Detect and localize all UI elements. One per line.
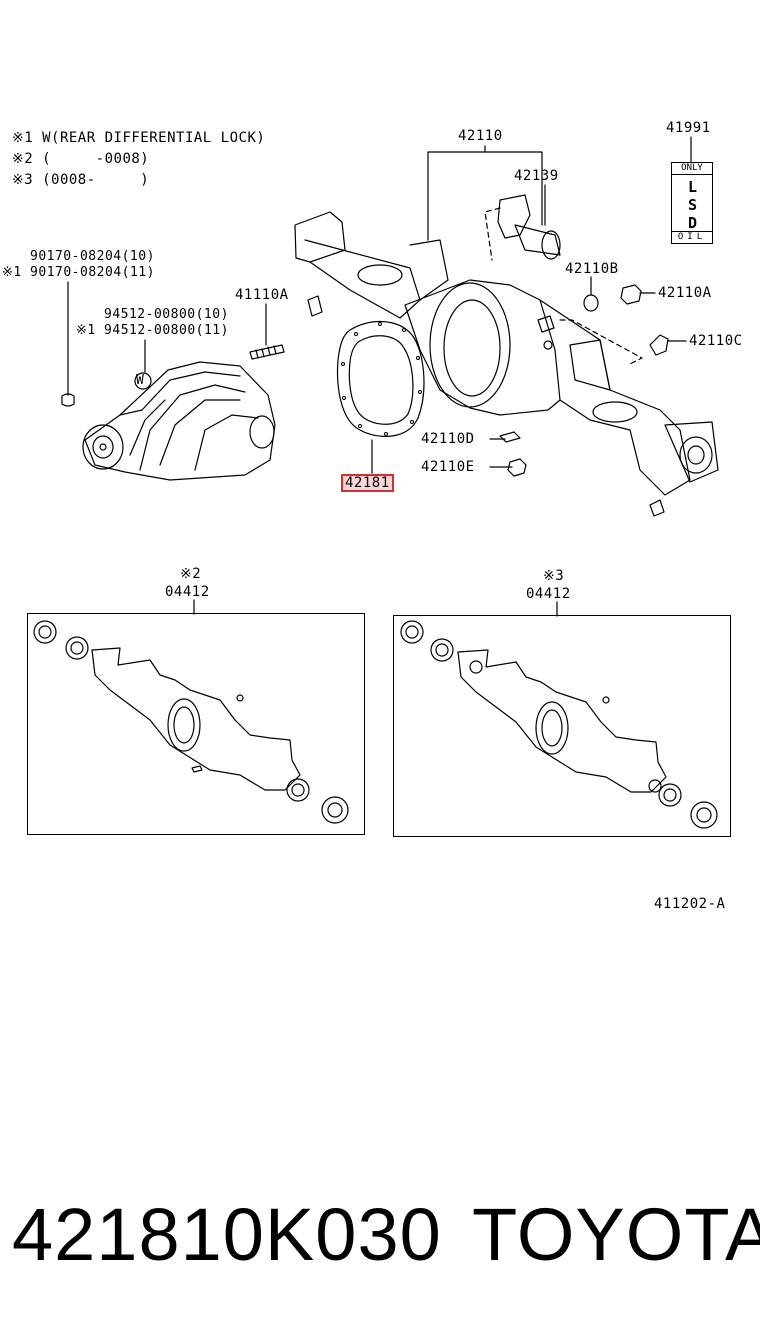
note-1: ※1 W(REAR DIFFERENTIAL LOCK): [12, 130, 266, 146]
kit-right-note: ※3: [543, 568, 565, 584]
part-41110a[interactable]: 41110A: [235, 287, 289, 303]
lsd-oil-label: ONLY LSD OIL: [671, 162, 713, 244]
tube-42139-icon: [497, 194, 561, 260]
dashed-guides: [484, 207, 643, 366]
part-42110[interactable]: 42110: [458, 128, 503, 144]
kit-left-04412[interactable]: 04412: [165, 584, 210, 600]
part-42110c[interactable]: 42110C: [689, 333, 743, 349]
footer-part-number: 421810K030: [12, 1193, 442, 1276]
differential-carrier: [61, 361, 276, 481]
part-42181-highlighted[interactable]: 42181: [341, 474, 394, 492]
part-90170-08204-11[interactable]: ※1 90170-08204(11): [2, 265, 155, 280]
oil-label-top: ONLY: [672, 163, 712, 175]
oil-label-mid: LSD: [683, 178, 702, 232]
part-94512-00800-10[interactable]: 94512-00800(10): [104, 307, 229, 322]
w-mark: W: [136, 373, 145, 388]
breather-right-icon: [649, 499, 665, 517]
part-41991[interactable]: 41991: [666, 120, 711, 136]
differential-carrier-diagram: [33, 136, 719, 829]
w-mark-circle: [134, 372, 152, 390]
kit-right-04412[interactable]: 04412: [526, 586, 571, 602]
note-2: ※2 ( -0008): [12, 151, 150, 167]
footer-brand: TOYOTA: [472, 1193, 760, 1276]
part-94512-00800-11[interactable]: ※1 94512-00800(11): [76, 323, 229, 338]
nut-icon: [61, 393, 75, 407]
plug-42110a-icon: [620, 284, 642, 305]
gasket-42181-icon: [336, 320, 425, 437]
plug-42110e-icon: [507, 458, 527, 477]
part-42139[interactable]: 42139: [514, 168, 559, 184]
small-parts: [499, 284, 669, 477]
plug-42110b-icon: [583, 294, 599, 312]
diagram-code: 411202-A: [654, 896, 726, 912]
kit-right-contents: [400, 620, 718, 829]
part-42110e[interactable]: 42110E: [421, 459, 475, 475]
gasket-kit-box-left: [27, 613, 365, 835]
kit-left-contents: [33, 620, 349, 824]
part-90170-08204-10[interactable]: 90170-08204(10): [30, 249, 155, 264]
gasket-kit-box-right: [393, 615, 731, 837]
stud-icon: [249, 344, 285, 360]
breather-left-icon: [307, 295, 323, 317]
oil-label-bot: OIL: [672, 231, 712, 243]
note-3: ※3 (0008- ): [12, 172, 150, 188]
kit-left-note: ※2: [180, 566, 202, 582]
sensor-42110c-icon: [649, 334, 669, 356]
part-42110a-right[interactable]: 42110A: [658, 285, 712, 301]
axle-housing: [294, 211, 719, 517]
part-42110b[interactable]: 42110B: [565, 261, 619, 277]
washer-42110d-icon: [499, 431, 521, 443]
leader-lines: [67, 136, 692, 617]
part-42110d[interactable]: 42110D: [421, 431, 475, 447]
